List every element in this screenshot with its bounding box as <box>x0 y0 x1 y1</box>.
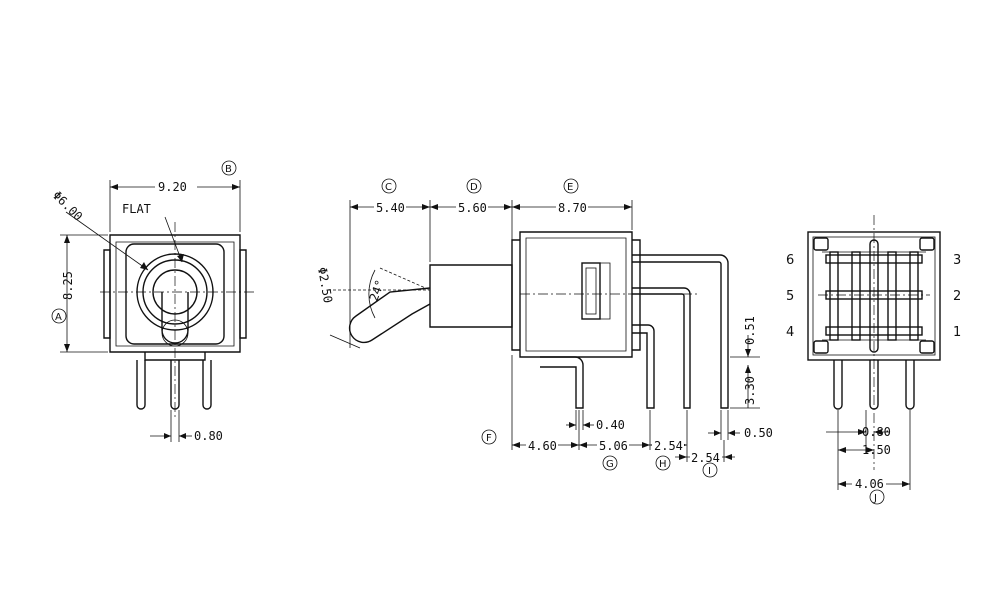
ref-a: A <box>55 312 62 323</box>
dim-height-label: 8.25 <box>61 271 75 300</box>
front-view: 9.20 B 8.25 A Φ6.00 FLAT 0.80 <box>50 160 255 443</box>
dim-406-label: 4.06 <box>855 477 884 491</box>
pin-label-4: 4 <box>786 325 794 340</box>
dim-051-label: 0.51 <box>743 316 757 345</box>
dim-lever-dia: Φ2.50 <box>315 266 335 304</box>
dim-040-label: 0.40 <box>596 418 625 432</box>
ref-d: D <box>470 182 478 193</box>
dim-bushing-dia: Φ6.00 <box>50 188 85 223</box>
ref-e: E <box>567 182 573 193</box>
side-view: 24° Φ2.50 5.40 5.60 8.70 C D E <box>315 178 773 478</box>
dim-f-label: 4.60 <box>528 439 557 453</box>
bottom-view: 6 5 4 3 2 1 0.80 1.50 4.06 J <box>786 215 961 505</box>
ref-h: H <box>659 459 667 470</box>
ref-g: G <box>606 459 614 470</box>
dim-i-label: 2.54 <box>691 451 720 465</box>
ref-c: C <box>385 182 392 193</box>
pin-label-1: 1 <box>953 325 961 340</box>
dim-pin-label: 0.80 <box>194 429 223 443</box>
ref-b: B <box>225 164 232 175</box>
dim-050-label: 0.50 <box>744 426 773 440</box>
dim-150-label: 1.50 <box>862 443 891 457</box>
label-flat: FLAT <box>122 202 151 216</box>
pin-label-3: 3 <box>953 253 961 268</box>
pin-label-2: 2 <box>953 289 961 304</box>
dim-e-label: 8.70 <box>558 201 587 215</box>
dim-c-label: 5.40 <box>376 201 405 215</box>
ref-f: F <box>486 433 492 444</box>
dim-330-label: 3.30 <box>743 376 757 405</box>
dim-d-label: 5.60 <box>458 201 487 215</box>
ref-i: I <box>708 466 711 477</box>
ref-j: J <box>873 493 877 504</box>
dim-080-b-label: 0.80 <box>862 425 891 439</box>
dim-g-label: 5.06 <box>599 439 628 453</box>
pin-label-5: 5 <box>786 289 794 304</box>
dim-width-label: 9.20 <box>158 180 187 194</box>
dim-angle-label: 24° <box>367 278 388 303</box>
pin-label-6: 6 <box>786 253 794 268</box>
dim-h-label: 2.54 <box>654 439 683 453</box>
